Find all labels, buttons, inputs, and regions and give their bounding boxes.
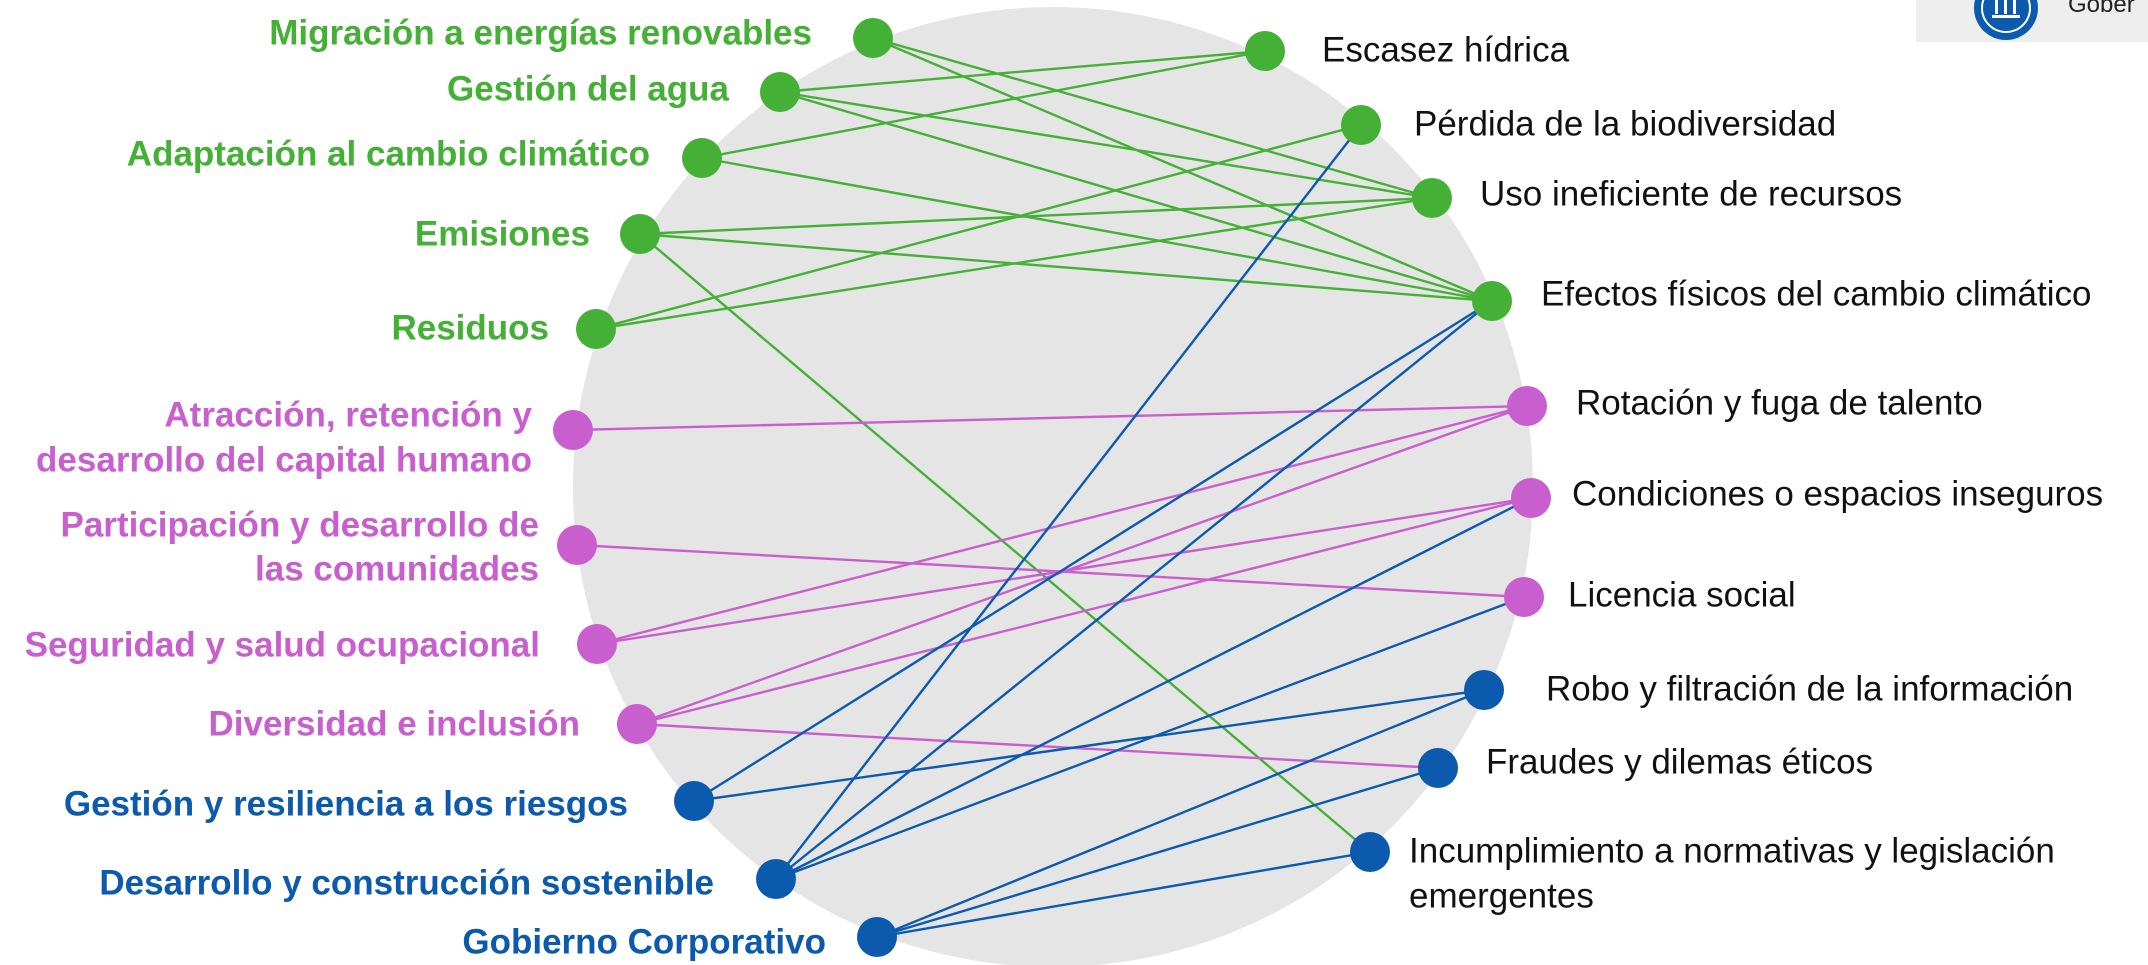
edge-l11-r6 — [775, 496, 1532, 881]
edge-l2-r1 — [779, 49, 1266, 94]
edge-l5-r2 — [595, 123, 1362, 331]
risk-label-1-line-1: Escasez hídrica — [1322, 30, 1570, 69]
risk-node-1 — [1245, 31, 1285, 71]
topic-node-12 — [857, 917, 897, 957]
edges-layer — [572, 36, 1532, 939]
topic-node-11 — [756, 859, 796, 899]
risk-label-10-line-2: emergentes — [1409, 876, 1594, 915]
legend-label: Gober — [2068, 0, 2135, 18]
edge-l11-r4 — [775, 300, 1493, 880]
topic-label-4-line-1: Emisiones — [415, 214, 590, 253]
topic-node-7 — [557, 525, 597, 565]
edge-l10-r4 — [693, 299, 1493, 803]
legend: Gober — [1916, 0, 2148, 42]
edge-l1-r4 — [872, 36, 1493, 303]
edge-l6-r5 — [572, 404, 1528, 432]
edge-l8-r5 — [596, 404, 1528, 646]
risk-label-5-line-1: Rotación y fuga de talento — [1576, 383, 1983, 422]
edge-l12-r10 — [876, 850, 1371, 939]
edge-l9-r6 — [636, 496, 1532, 726]
topic-node-5 — [576, 309, 616, 349]
risk-node-10 — [1350, 832, 1390, 872]
risk-node-6 — [1511, 478, 1551, 518]
edge-l9-r5 — [636, 404, 1528, 726]
topic-label-6-line-2: desarrollo del capital humano — [36, 440, 532, 479]
topic-label-3-line-1: Adaptación al cambio climático — [127, 134, 650, 173]
edge-l4-r10 — [639, 233, 1371, 853]
nodes-layer — [553, 18, 1551, 957]
risk-label-8-line-1: Robo y filtración de la información — [1546, 669, 2073, 708]
topic-node-8 — [577, 624, 617, 664]
topic-label-7-line-2: las comunidades — [255, 549, 539, 588]
risk-label-2-line-1: Pérdida de la biodiversidad — [1414, 104, 1836, 143]
risk-label-7-line-1: Licencia social — [1568, 575, 1796, 614]
government-building-icon — [1974, 0, 2038, 40]
edge-l10-r8 — [693, 688, 1485, 803]
topic-label-10-line-1: Gestión y resiliencia a los riesgos — [64, 784, 628, 823]
risk-label-10-line-1: Incumplimiento a normativas y legislació… — [1409, 831, 2055, 870]
risk-node-2 — [1341, 105, 1381, 145]
edge-l1-r3 — [872, 36, 1433, 200]
edge-l3-r1 — [701, 49, 1266, 160]
topic-node-4 — [620, 214, 660, 254]
topic-node-10 — [674, 781, 714, 821]
edge-l3-r4 — [701, 156, 1493, 303]
topic-node-1 — [853, 18, 893, 58]
topic-label-9-line-1: Diversidad e inclusión — [209, 704, 581, 743]
edge-l12-r9 — [876, 766, 1439, 939]
risk-label-9-line-1: Fraudes y dilemas éticos — [1486, 742, 1873, 781]
edge-l2-r3 — [779, 90, 1433, 200]
topic-label-12-line-1: Gobierno Corporativo — [462, 922, 826, 961]
topic-label-5-line-1: Residuos — [391, 308, 549, 347]
edge-l12-r8 — [876, 688, 1485, 939]
edge-l11-r7 — [775, 595, 1525, 881]
risk-node-3 — [1412, 178, 1452, 218]
risk-node-4 — [1472, 281, 1512, 321]
risk-node-9 — [1418, 748, 1458, 788]
topic-label-11-line-1: Desarrollo y construcción sostenible — [99, 863, 714, 902]
edge-l4-r4 — [639, 232, 1493, 303]
risk-label-6-line-1: Condiciones o espacios inseguros — [1572, 474, 2103, 513]
risk-label-4-line-1: Efectos físicos del cambio climático — [1541, 274, 2091, 313]
risk-label-3-line-1: Uso ineficiente de recursos — [1480, 174, 1902, 213]
topic-label-6-line-1: Atracción, retención y — [164, 395, 532, 434]
topic-node-3 — [682, 138, 722, 178]
topic-node-6 — [553, 410, 593, 450]
topic-label-8-line-1: Seguridad y salud ocupacional — [25, 625, 540, 664]
risk-node-7 — [1504, 577, 1544, 617]
risk-node-5 — [1507, 386, 1547, 426]
edge-l11-r2 — [775, 124, 1362, 880]
edge-l5-r3 — [595, 196, 1433, 331]
topic-node-2 — [760, 72, 800, 112]
risk-node-8 — [1464, 670, 1504, 710]
edge-l2-r4 — [779, 90, 1493, 303]
topic-label-7-line-1: Participación y desarrollo de — [61, 505, 540, 544]
edge-l7-r7 — [576, 543, 1525, 599]
topic-node-9 — [617, 704, 657, 744]
topic-label-2-line-1: Gestión del agua — [447, 69, 730, 108]
topic-label-1-line-1: Migración a energías renovables — [269, 13, 812, 52]
